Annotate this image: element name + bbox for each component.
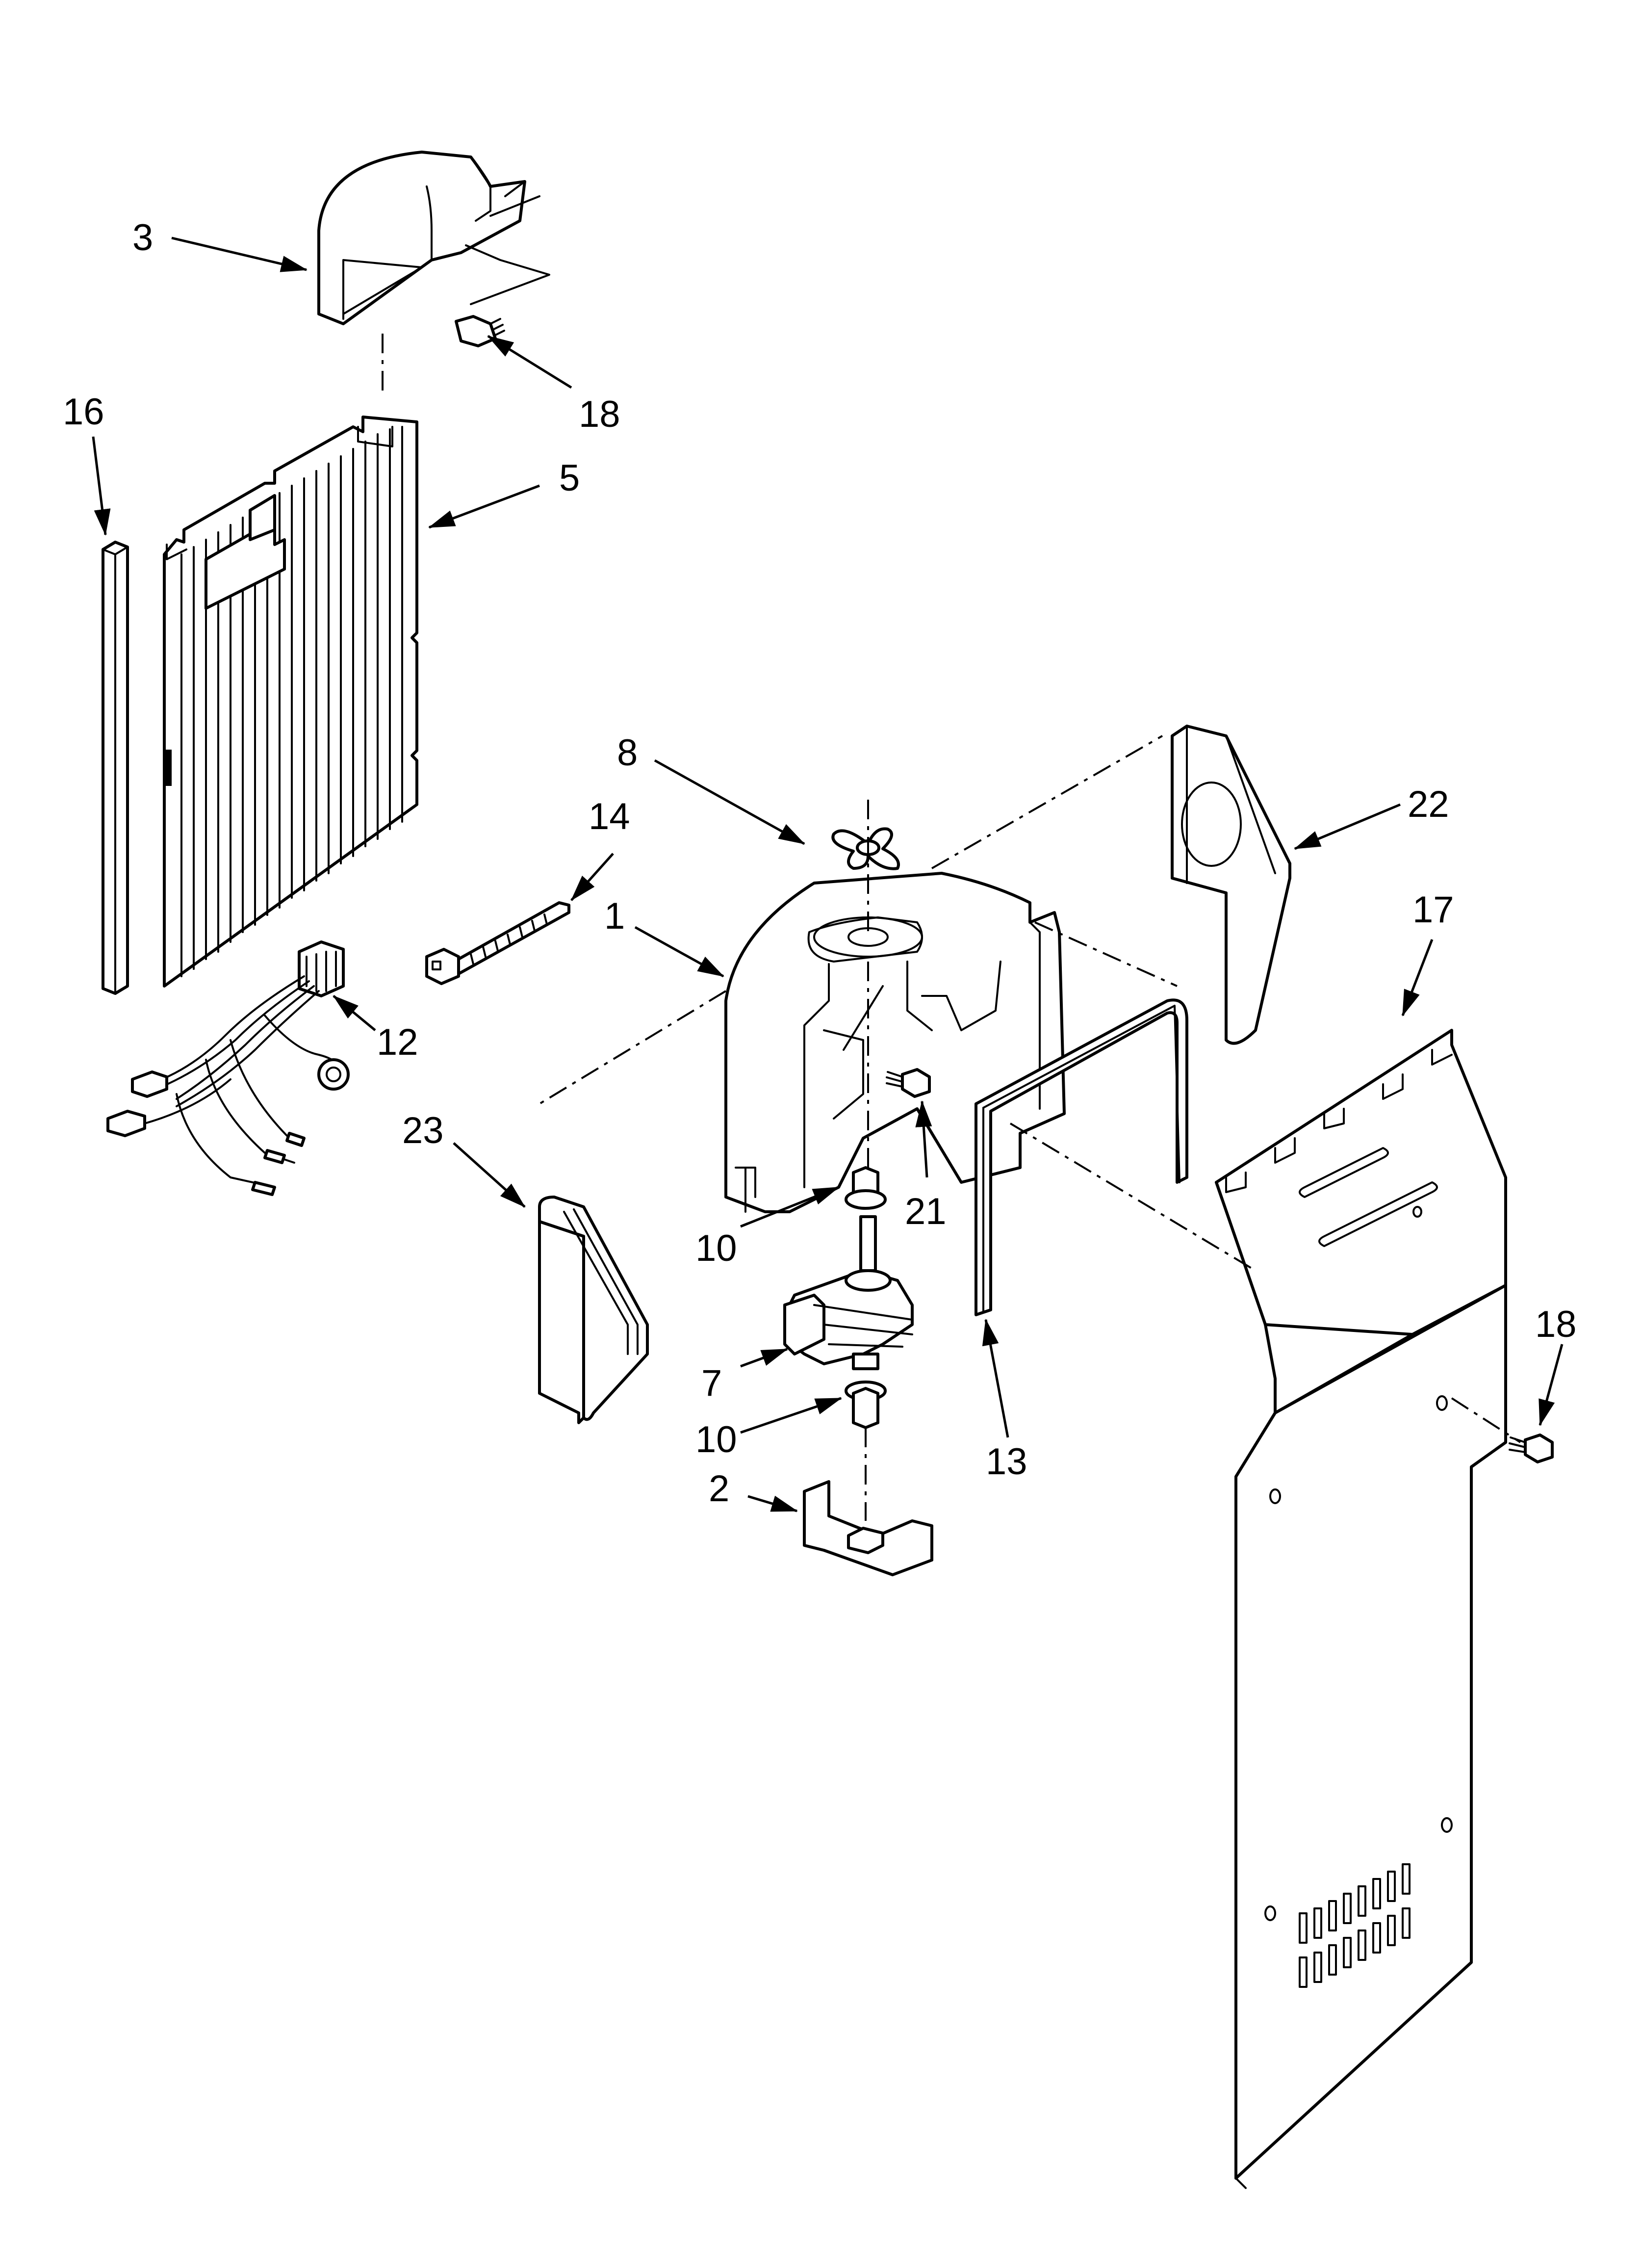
leader-lines bbox=[92, 236, 1564, 1512]
part-10-grommet-upper bbox=[845, 1166, 887, 1210]
part-23-side-duct bbox=[538, 1196, 649, 1424]
callout-18-top: 18 bbox=[579, 393, 620, 435]
callout-12: 12 bbox=[377, 1021, 418, 1063]
part-21-screw bbox=[886, 1068, 931, 1098]
part-1-fan-shroud bbox=[724, 872, 1066, 1213]
part-17-air-duct bbox=[1215, 1029, 1507, 2189]
callout-10-lower: 10 bbox=[695, 1419, 737, 1460]
callout-18-right: 18 bbox=[1535, 1303, 1577, 1345]
callout-14: 14 bbox=[589, 796, 630, 837]
part-10-grommet-lower bbox=[845, 1381, 887, 1429]
callout-labels: 3 18 16 5 8 14 1 22 17 12 23 21 10 7 10 … bbox=[63, 217, 1577, 1510]
callout-16: 16 bbox=[63, 391, 104, 433]
callout-5: 5 bbox=[559, 457, 580, 499]
part-12-wire-harness bbox=[106, 940, 350, 1196]
part-18-screw-right bbox=[1509, 1434, 1554, 1463]
callout-13: 13 bbox=[986, 1441, 1027, 1483]
part-3-duct-cover bbox=[317, 151, 550, 325]
callout-17: 17 bbox=[1412, 889, 1454, 931]
part-13-gasket bbox=[975, 998, 1188, 1316]
callout-2: 2 bbox=[709, 1468, 729, 1510]
callout-10-upper: 10 bbox=[695, 1227, 737, 1269]
part-2-motor-bracket bbox=[803, 1480, 933, 1576]
part-22-duct-piece bbox=[1171, 725, 1291, 1045]
callout-22: 22 bbox=[1408, 783, 1449, 825]
callout-8: 8 bbox=[617, 732, 638, 774]
callout-21: 21 bbox=[905, 1191, 947, 1232]
part-16-foam-strip bbox=[102, 541, 129, 995]
part-5-evaporator-panel bbox=[163, 416, 418, 988]
part-14-cable-tie bbox=[425, 901, 570, 985]
callout-7: 7 bbox=[701, 1362, 722, 1404]
callout-1: 1 bbox=[604, 895, 625, 937]
part-8-fan-blade bbox=[831, 827, 900, 870]
callout-23: 23 bbox=[402, 1110, 444, 1151]
part-7-fan-motor bbox=[783, 1215, 914, 1370]
callout-3: 3 bbox=[132, 217, 153, 259]
